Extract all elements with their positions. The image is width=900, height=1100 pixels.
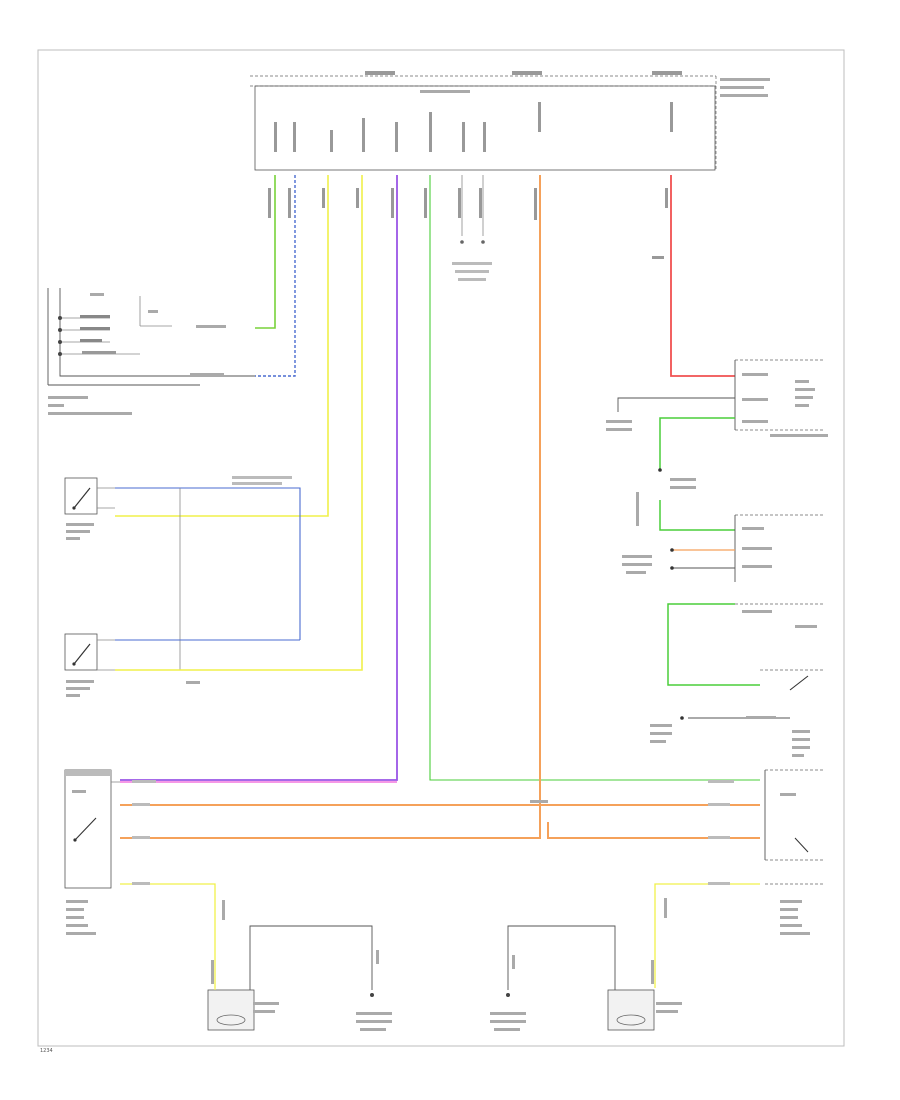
passenger-door-switch	[47, 288, 255, 415]
rear-door-lock-actuator	[547, 769, 825, 988]
rear-door-lock-switch	[64, 633, 300, 697]
ground-note-top	[452, 240, 492, 281]
front-door-lock-switch	[64, 476, 301, 670]
wire-lightgreen-1	[429, 175, 760, 781]
front-door-lock-actuator	[64, 769, 760, 988]
wire-blue-1	[255, 175, 296, 377]
right-lock-motor	[490, 898, 682, 1031]
body-control-module	[250, 71, 770, 171]
footer-code: 1234	[40, 1048, 53, 1054]
wire-purple-1	[120, 175, 398, 781]
wire-green-1	[255, 175, 276, 329]
wire-red-1	[670, 175, 735, 377]
wire-yellow-1	[230, 175, 329, 517]
harness-wires	[120, 175, 760, 820]
wire-yellow-2	[230, 175, 363, 671]
left-lock-motor	[207, 900, 392, 1031]
right-components	[606, 359, 828, 757]
diagram-frame	[37, 49, 845, 1047]
